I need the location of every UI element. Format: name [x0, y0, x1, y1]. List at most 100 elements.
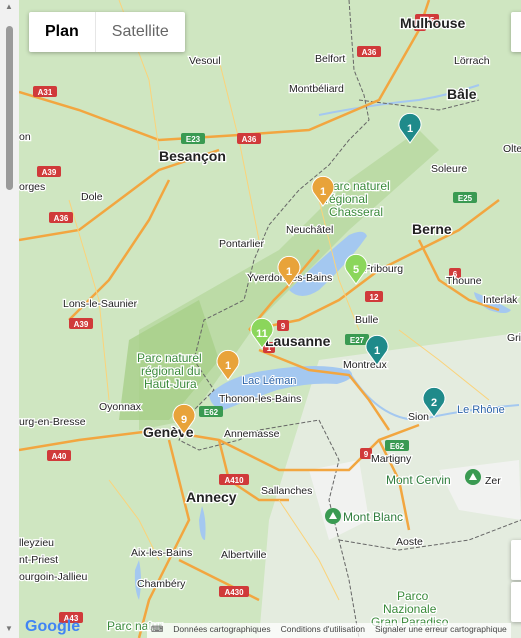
svg-text:A39: A39: [74, 320, 89, 329]
svg-text:11: 11: [256, 328, 268, 340]
map-pin-marker[interactable]: 1: [365, 334, 389, 366]
city-label[interactable]: Chambéry: [136, 577, 188, 592]
city-label[interactable]: Sallanches: [260, 484, 314, 499]
city-label[interactable]: Thoune: [445, 274, 483, 289]
city-label[interactable]: lleyzieu: [19, 536, 55, 551]
park-label: Nazionale: [383, 602, 437, 616]
city-label[interactable]: Annemasse: [223, 427, 281, 442]
city-label[interactable]: Oyonnax: [98, 400, 143, 415]
scroll-up-arrow-icon[interactable]: ▲: [5, 2, 13, 11]
city-label[interactable]: Martigny: [370, 452, 414, 467]
svg-text:Mont Blanc: Mont Blanc: [343, 510, 403, 524]
city-label[interactable]: Zer: [484, 474, 503, 489]
report-error-link[interactable]: Signaler une erreur cartographique: [374, 624, 507, 634]
map-pin-marker[interactable]: 1: [216, 349, 240, 381]
park-label: régional: [325, 192, 368, 206]
map-pin-marker[interactable]: 11: [250, 317, 274, 349]
svg-text:ourgoin-Jallieu: ourgoin-Jallieu: [19, 571, 87, 583]
svg-text:E25: E25: [458, 194, 473, 203]
city-label[interactable]: on: [19, 130, 32, 145]
zoom-in-button[interactable]: [511, 540, 521, 580]
city-label[interactable]: Montbéliard: [288, 82, 346, 97]
zoom-out-button[interactable]: [511, 582, 521, 622]
city-label[interactable]: Lausanne: [264, 332, 332, 351]
city-label[interactable]: Mulhouse: [399, 14, 467, 33]
map-pin-marker[interactable]: 1: [398, 112, 422, 144]
fullscreen-button[interactable]: [511, 12, 521, 52]
svg-text:E27: E27: [350, 336, 365, 345]
road-shield: E27: [345, 334, 369, 345]
city-label[interactable]: Aoste: [395, 535, 425, 550]
map-pin-marker[interactable]: 9: [172, 403, 196, 435]
mountain-peak[interactable]: Mont Blanc: [325, 508, 404, 525]
city-label[interactable]: Neuchâtel: [285, 223, 335, 238]
city-label[interactable]: Montreux: [342, 358, 389, 373]
svg-text:A40: A40: [52, 452, 67, 461]
scroll-down-arrow-icon[interactable]: ▼: [5, 624, 13, 633]
city-label[interactable]: Belfort: [314, 52, 347, 67]
city-label[interactable]: Sion: [407, 410, 431, 425]
city-label[interactable]: Interlak: [482, 293, 520, 308]
city-label[interactable]: Pontarlier: [218, 237, 266, 252]
city-label[interactable]: ourgoin-Jallieu: [19, 570, 89, 585]
map-data-link[interactable]: Données cartographiques: [173, 624, 271, 634]
svg-text:Aix-les-Bains: Aix-les-Bains: [131, 547, 192, 559]
map-pin-marker[interactable]: 5: [344, 253, 368, 285]
city-label[interactable]: Olte: [502, 142, 521, 157]
svg-text:6: 6: [453, 270, 458, 279]
keyboard-shortcuts-icon[interactable]: ⌨: [151, 624, 164, 634]
road-shield: A36: [237, 133, 261, 144]
map-pin-icon: [422, 386, 446, 418]
map-pin-marker[interactable]: 1: [311, 175, 335, 207]
road-shield: E62: [199, 406, 223, 417]
city-label[interactable]: Bulle: [354, 313, 380, 328]
svg-text:on: on: [19, 131, 31, 143]
city-label[interactable]: Besançon: [158, 147, 227, 166]
lake-leman: [209, 366, 353, 410]
map-pin-marker[interactable]: 1: [277, 255, 301, 287]
city-label[interactable]: nt-Priest: [19, 553, 59, 568]
map-type-plan-button[interactable]: Plan: [45, 23, 79, 40]
road-shield: A36: [49, 212, 73, 223]
svg-text:A410: A410: [224, 476, 244, 485]
park-label: Parco: [397, 589, 429, 603]
scrollbar[interactable]: ▲ ▼: [0, 0, 19, 638]
svg-text:Chambéry: Chambéry: [137, 578, 186, 590]
svg-text:A39: A39: [42, 168, 57, 177]
city-label[interactable]: Berne: [411, 220, 453, 239]
svg-text:12: 12: [370, 293, 379, 302]
svg-text:Neuchâtel: Neuchâtel: [286, 224, 333, 236]
svg-text:nt-Priest: nt-Priest: [19, 554, 58, 566]
rhine-river: [318, 84, 480, 116]
city-label[interactable]: Thonon-les-Bains: [218, 392, 303, 407]
rhone-river: [348, 371, 520, 422]
scroll-thumb[interactable]: [6, 26, 13, 190]
terms-link[interactable]: Conditions d'utilisation: [280, 624, 365, 634]
svg-text:Oyonnax: Oyonnax: [99, 401, 142, 413]
map-pin-icon: [311, 175, 335, 207]
city-label[interactable]: Lörrach: [453, 54, 491, 69]
map-pin-icon: [365, 334, 389, 366]
city-label[interactable]: Grif: [506, 331, 521, 346]
city-label[interactable]: Aix-les-Bains: [130, 546, 194, 561]
city-label[interactable]: Annecy: [185, 488, 238, 507]
svg-text:9: 9: [364, 450, 369, 459]
city-label[interactable]: Soleure: [430, 162, 469, 177]
city-label[interactable]: Albertville: [220, 548, 268, 563]
map-pin-marker[interactable]: 2: [422, 386, 446, 418]
city-label[interactable]: Lons-le-Saunier: [62, 297, 139, 312]
mountain-peak[interactable]: Mont Cervin: [385, 469, 481, 488]
city-label[interactable]: Dole: [80, 190, 104, 205]
city-label[interactable]: orges: [19, 180, 47, 195]
park-label: Parc naturel: [137, 351, 202, 365]
map-type-satellite-button[interactable]: Satellite: [94, 12, 185, 52]
city-label[interactable]: Fribourg: [363, 262, 405, 277]
svg-text:Olte: Olte: [503, 143, 521, 155]
city-label[interactable]: Bâle: [446, 85, 478, 104]
svg-text:Fribourg: Fribourg: [364, 263, 403, 275]
svg-text:Mont Cervin: Mont Cervin: [386, 473, 451, 487]
city-label[interactable]: urg-en-Bresse: [19, 415, 87, 430]
city-label[interactable]: Vesoul: [188, 54, 222, 69]
